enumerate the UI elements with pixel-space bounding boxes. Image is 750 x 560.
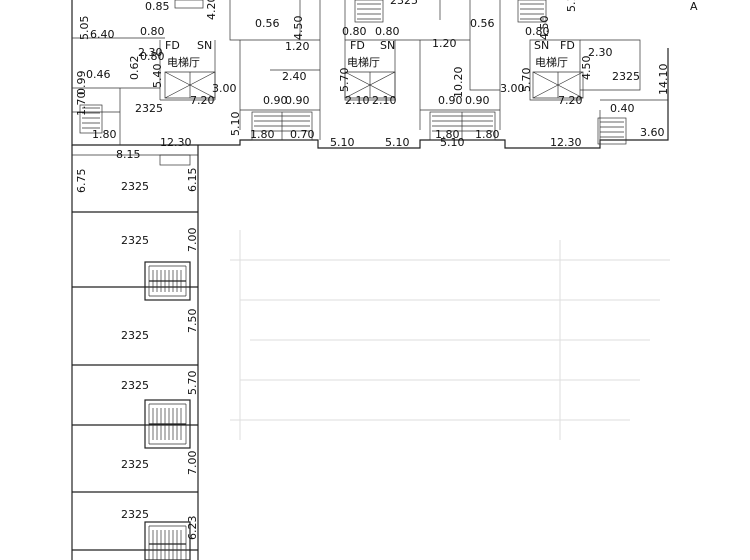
dim-label: 0.85 (145, 0, 170, 13)
dim-label: 5.10 (229, 112, 242, 137)
dim-label: 14.10 (657, 64, 670, 96)
dim-label: 6.15 (186, 168, 199, 193)
dim-label: 1.70 (75, 92, 88, 117)
area-label: 2325 (121, 379, 149, 392)
dim-label: 6.23 (186, 516, 199, 541)
dim-label: 4.20 (205, 0, 218, 20)
dim-label: 4.50 (292, 16, 305, 41)
dim-label: 0.99 (75, 71, 88, 96)
dim-label: 7.20 (190, 94, 215, 107)
dim-label: 3.60 (640, 126, 665, 139)
area-label: 2325 (121, 508, 149, 521)
core-dimension-labels: 0.80 1.20 2.40 0.80 1.20 10.20 5.70 5.70… (190, 25, 635, 115)
dim-label: 0.90 (438, 94, 463, 107)
dim-label: 0.90 (285, 94, 310, 107)
dim-label: 0.90 (465, 94, 490, 107)
fd-label: FD (560, 39, 575, 52)
top-right-glyph: A (690, 0, 698, 13)
dim-label: 0.80 (140, 25, 165, 38)
dim-label: 5.70 (338, 68, 351, 93)
dim-label: 0.80 (375, 25, 400, 38)
elevator-lobby-label: 电梯厅 (167, 56, 200, 69)
dim-label: 1.20 (432, 37, 457, 50)
area-label: 2325 (135, 102, 163, 115)
dim-label: 0.46 (86, 68, 111, 81)
dim-label: 1.20 (285, 40, 310, 53)
dim-label: 5.10 (565, 0, 578, 12)
dim-label: 12.30 (160, 136, 192, 149)
dim-label: 5.40 (151, 64, 164, 89)
lobby-labels: FD SN 电梯厅 FD SN 电梯厅 SN FD 电梯厅 (165, 39, 575, 69)
dim-label: 5.10 (385, 136, 410, 149)
fd-label: FD (165, 39, 180, 52)
dim-label: 10.20 (452, 67, 465, 99)
dim-label: 0.70 (290, 128, 315, 141)
dim-label: 2.40 (282, 70, 307, 83)
dim-label: 0.90 (263, 94, 288, 107)
dim-label: 4.50 (538, 16, 551, 41)
elevator-lobby-label: 电梯厅 (347, 56, 380, 69)
fd-label: FD (350, 39, 365, 52)
left-dimension-labels: 5.05 6.40 0.80 0.80 0.62 2.30 5.40 0.46 … (75, 16, 165, 117)
right-dimension-labels: 14.10 2325 2325 (135, 64, 670, 116)
sn-label: SN (534, 39, 549, 52)
dim-label: 2325 (390, 0, 418, 7)
dim-label: 5.70 (520, 68, 533, 93)
area-label: 2325 (612, 70, 640, 83)
dim-label: 2.10 (372, 94, 397, 107)
dim-label: 5.10 (440, 136, 465, 149)
dim-label: 3.00 (212, 82, 237, 95)
dim-label: 5.10 (330, 136, 355, 149)
dim-label: 0.80 (525, 25, 550, 38)
sn-label: SN (380, 39, 395, 52)
area-label: 2325 (121, 180, 149, 193)
dim-label: 8.15 (116, 148, 141, 161)
elevator-lobby-label: 电梯厅 (535, 56, 568, 69)
dim-label: 0.80 (342, 25, 367, 38)
dim-label: 1.80 (92, 128, 117, 141)
area-label: 2325 (121, 234, 149, 247)
dim-label: 2.10 (345, 94, 370, 107)
dim-label: 1.80 (435, 128, 460, 141)
dim-label: 6.40 (90, 28, 115, 41)
wing-walls (72, 154, 198, 551)
dim-label: 5.70 (186, 371, 199, 396)
area-label: 2325 (121, 458, 149, 471)
elevator-shafts (164, 71, 584, 99)
dim-label: 2.30 (588, 46, 613, 59)
background-faint-lines (230, 230, 670, 440)
dim-label: 0.56 (255, 17, 280, 30)
sn-label: SN (197, 39, 212, 52)
dim-label: 2.30 (138, 46, 163, 59)
dim-label: 6.75 (75, 169, 88, 194)
dim-label: 7.00 (186, 451, 199, 476)
area-label: 2325 (121, 329, 149, 342)
dim-label: 1.80 (250, 128, 275, 141)
dim-label: 0.62 (128, 56, 141, 81)
top-stairs (79, 0, 627, 145)
dim-label: 4.50 (580, 56, 593, 81)
bottom-dimension-labels: 12.30 5.10 5.10 5.10 12.30 3.60 8.15 5.1… (92, 112, 665, 162)
dim-label: 7.20 (558, 94, 583, 107)
dim-label: 0.40 (610, 102, 635, 115)
wing-stairs (144, 154, 191, 560)
dim-label: 7.50 (186, 309, 199, 334)
top-dimension-labels: 0.85 2325 0.56 0.56 4.50 4.50 5.10 4.20 … (145, 0, 698, 40)
dim-label: 5.05 (78, 16, 91, 41)
top-block-walls (71, 0, 669, 560)
dim-label: 0.56 (470, 17, 495, 30)
wing-labels: 6.75 6.15 2325 7.00 2325 7.50 2325 5.70 … (75, 168, 199, 541)
dim-label: 0.80 (140, 50, 165, 63)
dim-label: 3.00 (500, 82, 525, 95)
dim-label: 1.80 (475, 128, 500, 141)
dim-label: 7.00 (186, 228, 199, 253)
dim-label: 12.30 (550, 136, 582, 149)
